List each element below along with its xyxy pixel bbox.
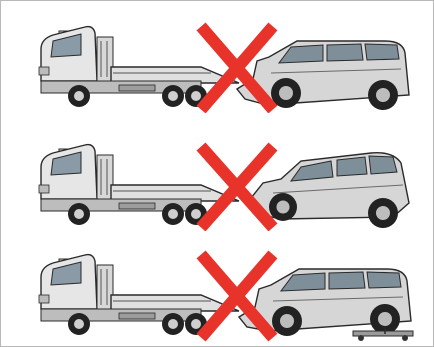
towing-scene-1 <box>1 1 433 113</box>
towing-scene-2 <box>1 119 433 231</box>
scene-2-illustration <box>1 119 433 231</box>
towing-scene-3 <box>1 231 433 343</box>
scene-1-illustration <box>1 1 433 113</box>
scene-3-illustration <box>1 231 433 343</box>
